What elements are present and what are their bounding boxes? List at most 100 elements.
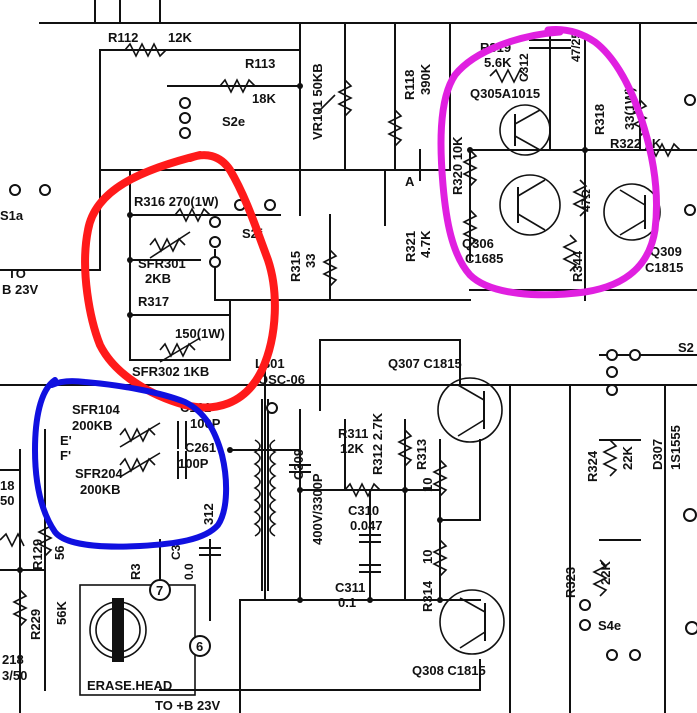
component-labels: R112 12K R113 18K S2e VR101 50KB R118 39… [0, 30, 694, 713]
label-r229: R229 [28, 609, 43, 640]
capacitors [177, 39, 571, 573]
label-c309: C309 [291, 449, 306, 480]
label-sfr104-val: 200KB [72, 418, 112, 433]
label-r313: R313 [414, 439, 429, 470]
label-r50: 50 [0, 493, 14, 508]
label-q308: Q308 C1815 [412, 663, 486, 678]
label-r218: 218 [2, 652, 24, 667]
label-r112-val: 12K [168, 30, 192, 45]
label-r344: R344 [570, 250, 585, 282]
label-r321-val: 4.7K [418, 230, 433, 258]
label-d307-type: 1S1555 [668, 425, 683, 470]
label-r311-val: 12K [340, 441, 364, 456]
label-c310-val: 0.047 [350, 518, 383, 533]
label-r3: R3 [128, 563, 143, 580]
label-r312b: 312 [201, 503, 216, 525]
label-q307: Q307 C1815 [388, 356, 462, 371]
label-f-node: F' [60, 448, 71, 463]
label-r317-val: 150(1W) [175, 326, 225, 341]
label-q306-type: C1685 [465, 251, 503, 266]
transformer-l301 [253, 399, 277, 591]
label-c261: C261 [185, 440, 216, 455]
label-r324: R324 [585, 450, 600, 482]
resistors [0, 42, 681, 627]
label-c3-val: 0.0 [182, 563, 196, 580]
label-r324-val: 22K [620, 446, 635, 470]
label-osc: OSC-06 [258, 372, 305, 387]
label-c312: C312 [517, 53, 531, 82]
label-node-a: A [405, 174, 415, 189]
label-r18: 18 [0, 478, 14, 493]
label-r218-val: 3/50 [2, 668, 27, 683]
blue-circle [32, 377, 230, 550]
label-r129: R129 [30, 539, 45, 570]
junctions [17, 83, 588, 603]
label-r313-val: 10 [420, 478, 435, 492]
q305-symbol [499, 104, 551, 156]
label-c3: C3 [169, 544, 183, 560]
q306-symbol [499, 174, 561, 236]
erase-head [79, 584, 196, 696]
label-r319-val: 5.6K [484, 55, 512, 70]
q309-symbol [603, 183, 661, 241]
label-v23: B 23V [2, 282, 38, 297]
label-d307: D307 [650, 439, 665, 470]
label-vr101: VR101 50KB [310, 63, 325, 140]
label-s4e: S4e [598, 618, 621, 633]
label-r312: R312 2.7K [370, 412, 385, 475]
label-q309-type: C1815 [645, 260, 683, 275]
label-r229-val: 56K [54, 601, 69, 625]
label-r314: R314 [420, 580, 435, 612]
label-q309: Q309 [650, 244, 682, 259]
label-r316: R316 270(1W) [134, 194, 219, 209]
label-r129-val: 56 [52, 546, 67, 560]
label-sfr104: SFR104 [72, 402, 120, 417]
label-r315-val: 33 [303, 254, 318, 268]
label-s2: S2 [678, 340, 694, 355]
label-r323: R323 [563, 567, 578, 598]
label-r317: R317 [138, 294, 169, 309]
label-node-6: 6 [196, 639, 203, 654]
highlight-marks [32, 26, 660, 550]
label-r118: R118 [402, 70, 417, 100]
label-r314-val: 10 [420, 550, 435, 564]
label-sfr301-val: 2KB [145, 271, 171, 286]
label-r321: R321 [403, 231, 418, 262]
label-r113: R113 [245, 56, 275, 71]
label-q306: Q306 [462, 236, 494, 251]
label-c309-val: 400V/3300P [310, 473, 325, 545]
label-r318: R318 [592, 104, 607, 135]
q308-symbol [439, 589, 505, 655]
label-sfr302: SFR302 1KB [132, 364, 209, 379]
label-s2e: S2e [222, 114, 245, 129]
label-r118-val: 390K [418, 63, 433, 95]
label-r311: R311 [338, 426, 368, 441]
label-c312-val: 47/25 [569, 32, 583, 62]
label-r112: R112 [108, 30, 138, 45]
label-c261-val: 100P [178, 456, 209, 471]
label-s1a: S1a [0, 208, 24, 223]
label-r323-val: 22K [598, 561, 613, 585]
label-node-7: 7 [156, 583, 163, 598]
label-r322: R322 1K [610, 136, 662, 151]
label-r315: R315 [288, 251, 303, 282]
label-q305: Q305A1015 [470, 86, 540, 101]
label-supply: TO +B 23V [155, 698, 220, 713]
label-c310: C310 [348, 503, 379, 518]
label-r344-val: 47Ω [579, 189, 593, 212]
terminals [9, 94, 697, 661]
label-sfr301: SFR301 [138, 256, 186, 271]
label-r320: R320 10K [450, 136, 465, 195]
label-r113-val: 18K [252, 91, 276, 106]
transistors [437, 104, 661, 655]
label-e-node: E' [60, 433, 72, 448]
label-sfr204-val: 200KB [80, 482, 120, 497]
label-erase-head: ERASE.HEAD [87, 678, 172, 693]
label-c311: C311 [335, 580, 365, 595]
q307-symbol [437, 377, 503, 443]
label-to-b23: TO [8, 266, 26, 281]
red-circle [81, 151, 279, 412]
label-c311-val: 0.1 [338, 595, 356, 610]
label-sfr204: SFR204 [75, 466, 123, 481]
